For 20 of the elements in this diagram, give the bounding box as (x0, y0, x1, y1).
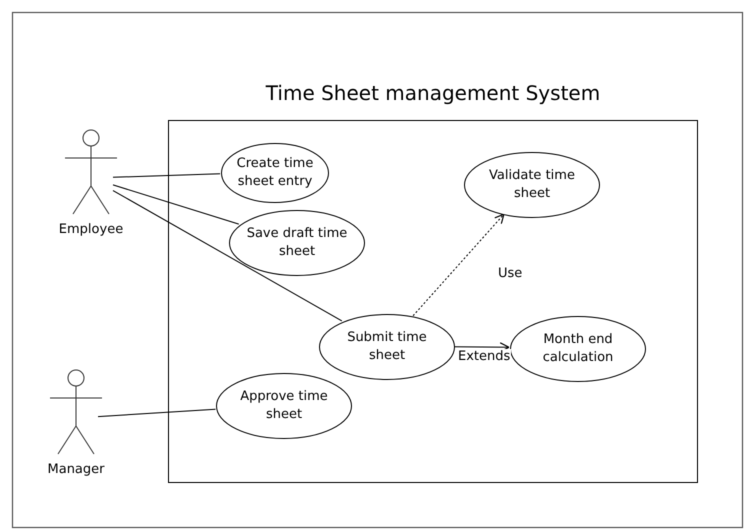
arrow (412, 214, 504, 316)
use-case-name: Approve time sheet (239, 388, 329, 424)
association-line (112, 184, 240, 225)
use-case-ellipse (216, 373, 352, 439)
association-line (112, 173, 221, 178)
association-line (98, 408, 216, 418)
use-case-ellipse (221, 143, 329, 203)
use-case-ellipse (464, 152, 600, 218)
use-case-name: Create time sheet entry (236, 155, 314, 191)
actor-name: Employee (58, 222, 124, 237)
use-case-name: Month end calculation (542, 331, 614, 367)
use-case-ellipse (510, 316, 646, 382)
actor-name: Manager (48, 462, 104, 477)
system-title: Time Sheet management System (264, 81, 602, 105)
association-line (112, 190, 342, 322)
use-case-ellipse (319, 314, 455, 380)
use-case-name: Validate time sheet (488, 167, 576, 203)
use-case-name: Submit time sheet (346, 329, 428, 365)
use-case-name: Save draft time sheet (246, 225, 348, 261)
use-case-ellipse (229, 210, 365, 276)
